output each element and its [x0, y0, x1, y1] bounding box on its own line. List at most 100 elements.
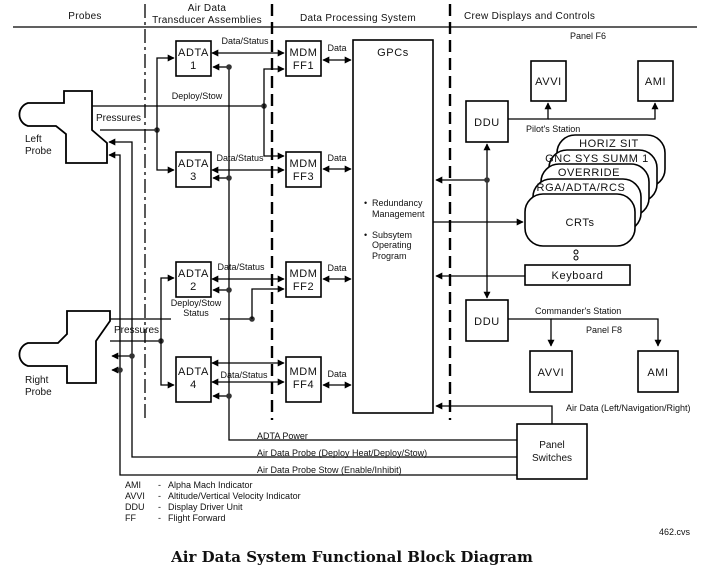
label-panel-f6: Panel F6 [570, 31, 606, 41]
svg-text:DDU: DDU [474, 117, 500, 129]
data-status-links [211, 49, 285, 386]
legend-desc-ddu: Display Driver Unit [168, 502, 243, 512]
legend-desc-avvi: Altitude/Vertical Velocity Indicator [168, 491, 301, 501]
mdm-ff4: MDM FF4 [285, 356, 322, 403]
adta-power-bus [212, 63, 517, 441]
svg-text:AVVI: AVVI [538, 367, 565, 379]
svg-text:Keyboard: Keyboard [552, 270, 604, 282]
gpc-func-2-line3: Program [372, 251, 407, 261]
adta-1: ADTA 1 [175, 40, 212, 77]
svg-text:FF1: FF1 [293, 60, 314, 72]
svg-text:3: 3 [190, 171, 197, 183]
avvi-commander: AVVI [529, 350, 573, 393]
label-data-ff4: Data [327, 369, 346, 379]
svg-text:-: - [158, 502, 161, 512]
mdm-gpc-links [322, 56, 352, 389]
ami-commander: AMI [637, 350, 679, 393]
label-commander-station: Commander's Station [535, 306, 621, 316]
crt-stack: HORIZ SIT GNC SYS SUMM 1 OVERRIDE RGA/AD… [524, 134, 666, 247]
svg-text:MDM: MDM [289, 158, 317, 170]
crt-page-gnc-sys-summ: GNC SYS SUMM 1 [545, 153, 649, 165]
svg-text:FF2: FF2 [293, 281, 314, 293]
bullet-1: • [364, 198, 367, 208]
air-data-select-line [435, 402, 553, 424]
svg-text:AMI: AMI [647, 367, 668, 379]
mdm-ff1: MDM FF1 [285, 40, 322, 77]
crt-label: CRTs [565, 217, 594, 229]
label-air-data-select: Air Data (Left/Navigation/Right) [566, 403, 691, 413]
svg-text:DDU: DDU [474, 316, 500, 328]
svg-text:FF4: FF4 [293, 379, 314, 391]
crt-keyboard-connector [573, 249, 579, 261]
label-data-status-2: Data/Status [217, 262, 265, 272]
label-data-status-3: Data/Status [216, 153, 264, 163]
left-probe-label-line1: Left [25, 134, 42, 145]
panel-switches: Panel Switches [516, 423, 588, 480]
crt-page-rga-adta-rcs: RGA/ADTA/RCS [537, 182, 626, 194]
figure-caption: Air Data System Functional Block Diagram [170, 548, 533, 566]
header-adta-line2: Transducer Assemblies [152, 15, 262, 26]
svg-text:-: - [158, 513, 161, 523]
svg-text:1: 1 [190, 60, 197, 72]
crt-page-horiz-sit: HORIZ SIT [579, 138, 639, 150]
ami-pilot: AMI [637, 60, 674, 102]
svg-text:AMI: AMI [645, 76, 666, 88]
figure-id: 462.cvs [659, 527, 691, 537]
adta-boxes: ADTA 1 ADTA 3 ADTA 2 ADTA 4 [175, 40, 212, 403]
label-probe-deploy: Air Data Probe (Deploy Heat/Deploy/Stow) [257, 448, 427, 458]
right-probe [18, 310, 111, 384]
keyboard: Keyboard [524, 264, 631, 286]
legend-abbr-ff: FF [125, 513, 136, 523]
gpcs-box: GPCs • Redundancy Management • Subsytem … [352, 39, 434, 414]
gpc-ddu-bus [435, 143, 491, 299]
label-panel-f8: Panel F8 [586, 325, 622, 335]
label-deploy-stow-right-2: Status [183, 308, 209, 318]
adta-4: ADTA 4 [175, 356, 212, 403]
svg-text:ADTA: ADTA [178, 47, 209, 59]
svg-text:Switches: Switches [532, 453, 572, 464]
mdm-ff2: MDM FF2 [285, 261, 322, 298]
label-pressures-left: Pressures [96, 113, 141, 124]
ddu-pilot: DDU [465, 100, 509, 143]
label-data-status-4: Data/Status [220, 370, 268, 380]
left-probe [18, 90, 108, 164]
ddu-commander: DDU [465, 299, 509, 342]
label-deploy-stow-right-1: Deploy/Stow [171, 298, 222, 308]
header-dps: Data Processing System [300, 13, 416, 24]
cdr-ddu-avvi-link [508, 318, 555, 347]
legend-abbr-ami: AMI [125, 480, 141, 490]
pilot-ddu-avvi-link [508, 102, 552, 120]
mdm-boxes: MDM FF1 MDM FF3 MDM FF2 MDM FF4 [285, 40, 322, 403]
gpc-func-1-line2: Management [372, 209, 425, 219]
label-data-ff2: Data [327, 263, 346, 273]
gpc-func-2-line2: Operating [372, 240, 412, 250]
legend-desc-ff: Flight Forward [168, 513, 226, 523]
probe-control-lines [108, 138, 517, 476]
legend-abbr-ddu: DDU [125, 502, 145, 512]
cdr-ddu-ami-link [551, 318, 662, 347]
svg-text:ADTA: ADTA [178, 268, 209, 280]
svg-text:-: - [158, 491, 161, 501]
legend-abbr-avvi: AVVI [125, 491, 145, 501]
gpcs-title: GPCs [377, 47, 409, 59]
header-adta-line1: Air Data [188, 3, 227, 14]
label-pressures-right: Pressures [114, 325, 159, 336]
left-probe-label-line2: Probe [25, 146, 52, 157]
pilot-ddu-ami-link [548, 102, 659, 120]
adta-2: ADTA 2 [175, 261, 212, 298]
svg-text:ADTA: ADTA [178, 158, 209, 170]
svg-text:Panel: Panel [539, 440, 565, 451]
gpc-func-2-line1: Subsytem [372, 230, 412, 240]
label-adta-power: ADTA Power [257, 431, 308, 441]
gpc-func-1-line1: Redundancy [372, 198, 423, 208]
svg-text:MDM: MDM [289, 47, 317, 59]
label-deploy-stow-left-1: Deploy/Stow [172, 91, 223, 101]
abbreviation-legend: AMI - Alpha Mach Indicator AVVI - Altitu… [125, 480, 301, 523]
bullet-2: • [364, 230, 367, 240]
legend-desc-ami: Alpha Mach Indicator [168, 480, 253, 490]
label-data-status-1: Data/Status [221, 36, 269, 46]
svg-text:MDM: MDM [289, 366, 317, 378]
svg-text:2: 2 [190, 281, 197, 293]
adta-3: ADTA 3 [175, 151, 212, 188]
